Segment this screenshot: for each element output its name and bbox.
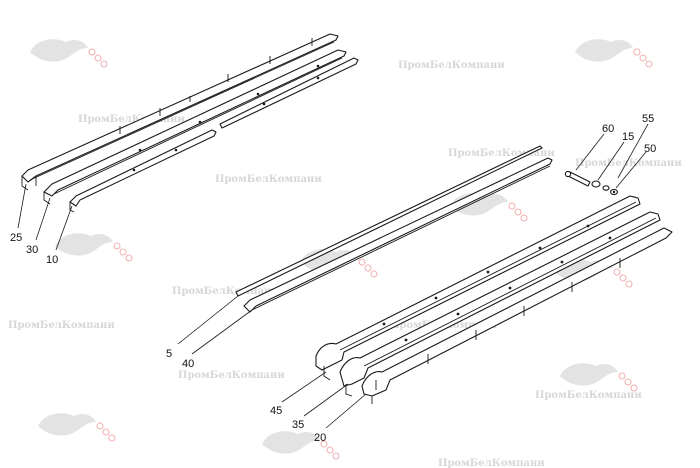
lion-emblem-icon <box>55 233 133 262</box>
leader-10 <box>55 205 73 251</box>
part-10-lower-rail <box>69 57 359 213</box>
part-55-washer <box>602 185 610 191</box>
watermark-text: ПромБелКомпани <box>575 158 682 169</box>
leader-50 <box>615 151 647 189</box>
part-45-upper-frame <box>315 195 641 381</box>
leader-60 <box>575 133 605 171</box>
leader-55 <box>617 123 649 179</box>
leader-20 <box>325 393 367 429</box>
lion-emblem-icon <box>575 39 653 68</box>
lion-emblem-icon <box>30 39 108 68</box>
callout-55: 55 <box>642 113 654 125</box>
callout-10: 10 <box>46 254 58 266</box>
part-50-nut <box>610 188 618 196</box>
part-30-middle-rail <box>43 49 347 205</box>
watermark-text: ПромБелКомпани <box>398 60 505 71</box>
lion-emblem-icon <box>38 413 116 442</box>
watermark-text: ПромБелКомпани <box>172 286 279 297</box>
callout-50: 50 <box>644 143 656 155</box>
callout-60: 60 <box>602 123 614 135</box>
leader-5 <box>177 295 239 345</box>
callout-5: 5 <box>166 348 172 360</box>
callout-40: 40 <box>182 358 194 370</box>
callout-20: 20 <box>314 432 326 444</box>
part-5-rod <box>235 145 543 297</box>
callout-30: 30 <box>26 244 38 256</box>
leader-35 <box>303 383 349 417</box>
leader-40 <box>191 309 253 355</box>
lion-emblem-icon <box>262 431 340 460</box>
part-35-middle-frame <box>339 211 661 397</box>
part-25-upper-rail <box>21 33 339 191</box>
part-20-lower-frame <box>361 227 673 404</box>
part-15-spacer <box>591 180 601 188</box>
callout-15: 15 <box>622 131 634 143</box>
lion-emblem-icon <box>560 363 638 392</box>
leader-25 <box>17 183 27 229</box>
watermark-text: ПромБелКомпани <box>178 370 285 381</box>
leader-45 <box>281 371 327 403</box>
watermark-text: ПромБелКомпани <box>535 390 642 401</box>
leader-15 <box>597 141 625 181</box>
callout-45: 45 <box>270 405 282 417</box>
watermark-text: ПромБелКомпани <box>8 320 115 331</box>
part-60-bolt <box>564 170 591 187</box>
watermark-text: ПромБелКомпани <box>438 458 545 468</box>
watermark-text: ПромБелКомпани <box>215 174 322 185</box>
leader-30 <box>35 197 51 241</box>
callout-25: 25 <box>10 232 22 244</box>
callout-35: 35 <box>292 419 304 431</box>
callout-labels: 25 30 10 5 40 45 35 20 60 15 55 50 <box>10 113 656 444</box>
watermark-text: ПромБелКомпани <box>448 148 555 159</box>
watermark-text: ПромБелКомпани <box>78 114 185 125</box>
leader-lines <box>17 123 649 429</box>
